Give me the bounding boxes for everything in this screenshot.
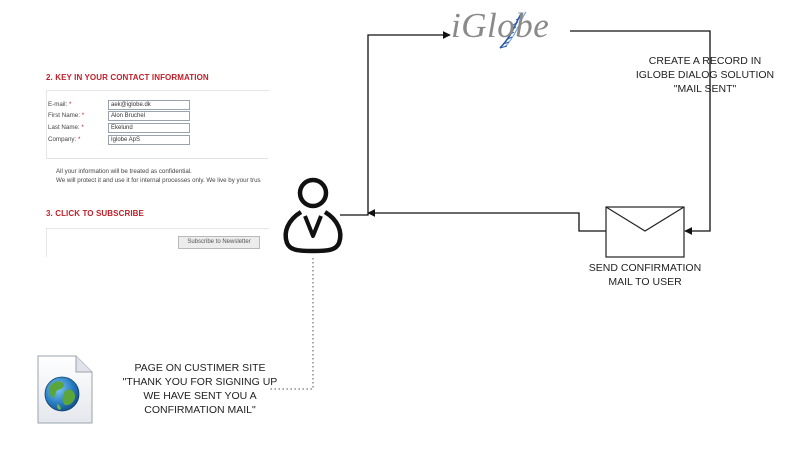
email-label: E-mail: * <box>48 101 72 108</box>
privacy-note: We will protect it and use it for intern… <box>56 177 261 184</box>
last-name-label: Last Name: * <box>48 124 84 131</box>
iglobe-logo: iGlobe <box>451 6 550 45</box>
send-confirmation-label: SEND CONFIRMATION MAIL TO USER <box>575 261 715 289</box>
contact-section-title: 2. KEY IN YOUR CONTACT INFORMATION <box>46 73 209 82</box>
create-record-line-3: "MAIL SENT" <box>673 83 737 95</box>
form-row-last-name: Last Name: * Ekelund <box>48 123 248 134</box>
arrow-iglobe-to-envelope <box>570 30 711 235</box>
email-field[interactable]: aek@iglobe.dk <box>108 100 190 110</box>
envelope-icon <box>605 206 685 258</box>
customer-page-line-2: "THANK YOU FOR SIGNING UP <box>122 376 278 388</box>
form-row-email: E-mail: * aek@iglobe.dk <box>48 100 248 111</box>
first-name-field[interactable]: Alon Bruchel <box>108 111 190 121</box>
create-record-line-1: CREATE A RECORD IN <box>648 55 762 67</box>
create-record-line-2: IGLOBE DIALOG SOLUTION <box>635 69 775 81</box>
subscribe-section-title: 3. CLICK TO SUBSCRIBE <box>46 209 144 218</box>
contact-form-box <box>46 90 269 159</box>
arrow-envelope-to-user <box>367 209 606 232</box>
user-icon <box>283 177 343 254</box>
arrow-user-to-iglobe <box>340 31 451 216</box>
send-confirmation-line-1: SEND CONFIRMATION <box>588 262 702 274</box>
iglobe-logo-swoosh <box>499 11 527 49</box>
globe-icon <box>44 376 80 412</box>
form-row-first-name: First Name: * Alon Bruchel <box>48 111 248 122</box>
form-row-company: Company: * Iglobe ApS <box>48 135 248 146</box>
subscription-form-screenshot: 2. KEY IN YOUR CONTACT INFORMATION E-mai… <box>38 68 269 258</box>
customer-page-line-4: CONFIRMATION MAIL" <box>144 404 256 416</box>
company-label: Company: * <box>48 136 81 143</box>
form-divider <box>46 158 268 159</box>
last-name-field[interactable]: Ekelund <box>108 123 190 133</box>
customer-page-line-3: WE HAVE SENT YOU A <box>143 390 257 402</box>
create-record-label: CREATE A RECORD IN IGLOBE DIALOG SOLUTIO… <box>620 54 790 96</box>
first-name-label: First Name: * <box>48 112 85 119</box>
confidential-note: All your information will be treated as … <box>56 168 192 175</box>
company-field[interactable]: Iglobe ApS <box>108 135 190 145</box>
dotted-connector-user-to-page <box>268 258 314 390</box>
customer-page-label: PAGE ON CUSTIMER SITE "THANK YOU FOR SIG… <box>100 361 300 417</box>
subscribe-box <box>46 228 269 257</box>
subscribe-button[interactable]: Subscribe to Newsletter <box>178 236 260 249</box>
send-confirmation-line-2: MAIL TO USER <box>608 276 682 288</box>
customer-page-line-1: PAGE ON CUSTIMER SITE <box>134 362 266 374</box>
